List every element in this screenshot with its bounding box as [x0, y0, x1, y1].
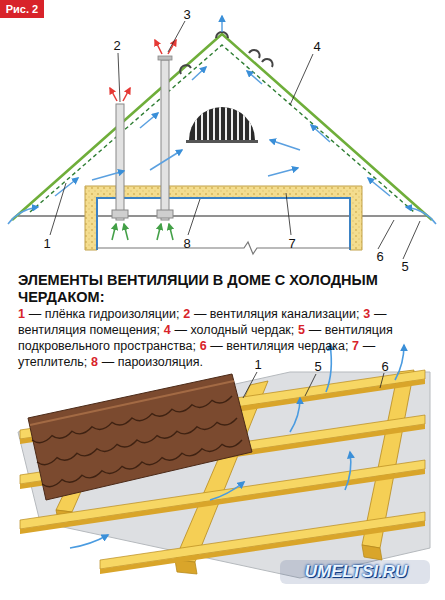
intake-arrows: [112, 224, 173, 240]
legend-description: — вентиляция канализации;: [194, 307, 360, 321]
legend-description: — вентиляция чердака;: [210, 339, 348, 353]
callout-number: 5: [401, 259, 408, 274]
battens: [20, 370, 425, 574]
pipe-flange: [157, 210, 173, 218]
figure-tab: Рис. 2: [0, 0, 44, 18]
legend-number: 4: [164, 323, 171, 337]
room-vent-pipe: [161, 60, 169, 220]
ridge-vent: [180, 65, 191, 74]
ridge-vent: [216, 32, 228, 38]
callout-number: 6: [376, 249, 383, 264]
ridge-vent: [262, 59, 273, 67]
diagram-title: ЭЛЕМЕНТЫ ВЕНТИЛЯЦИИ В ДОМЕ С ХОЛОДНЫМ ЧЕ…: [18, 272, 423, 306]
roof-slope: [12, 34, 432, 220]
legend-number: 5: [298, 323, 305, 337]
ridge-vent: [249, 50, 260, 58]
vapor-barrier: [97, 198, 350, 250]
roof-detail: [18, 344, 430, 584]
vent-sill: [186, 140, 258, 143]
sewer-vent-pipe: [116, 104, 124, 220]
callout-number: 4: [313, 39, 320, 54]
pipe-flange: [112, 210, 128, 218]
callout-number: 7: [288, 236, 295, 251]
watermark: UMELTSI.RU: [305, 562, 408, 582]
legend-number: 6: [200, 339, 207, 353]
callout-number: 1: [43, 236, 50, 251]
membrane-sheet: [18, 372, 430, 578]
pipe-cap: [158, 56, 172, 60]
legend-description: — плёнка гидроизоляции;: [29, 307, 180, 321]
callout-number: 5: [314, 359, 321, 374]
tab-text: Рис. 2: [6, 3, 38, 15]
waterproof-film: [30, 45, 414, 212]
leader-lines: [243, 372, 384, 398]
air-flow-arrows: [70, 344, 404, 548]
callout-number: 8: [183, 236, 190, 251]
legend-number: 2: [183, 307, 190, 321]
watermark-band: [280, 560, 430, 584]
legend-number: 1: [18, 307, 25, 321]
insulation: [85, 186, 362, 250]
callout-number: 1: [254, 357, 261, 372]
house-section: [8, 16, 436, 259]
roof-tiles: [28, 374, 252, 500]
callout-number: 3: [183, 7, 190, 22]
callout-number: 6: [381, 359, 388, 374]
ceiling-beam: [18, 215, 428, 217]
break-line: [97, 242, 350, 254]
legend-description: — холодный чердак;: [174, 323, 294, 337]
callout-number: 2: [113, 38, 120, 53]
leader-lines: [50, 21, 420, 259]
air-flow-arrows: [8, 16, 436, 224]
vent-slats: [196, 104, 250, 140]
legend-text: 1 — плёнка гидроизоляции;2 — вентиляция ка…: [18, 306, 418, 370]
attic-vent: [189, 107, 255, 140]
legend-number: 7: [352, 339, 359, 353]
legend-number: 3: [363, 307, 370, 321]
legend-description: — пароизоляция.: [102, 355, 203, 369]
legend-number: 8: [91, 355, 98, 369]
